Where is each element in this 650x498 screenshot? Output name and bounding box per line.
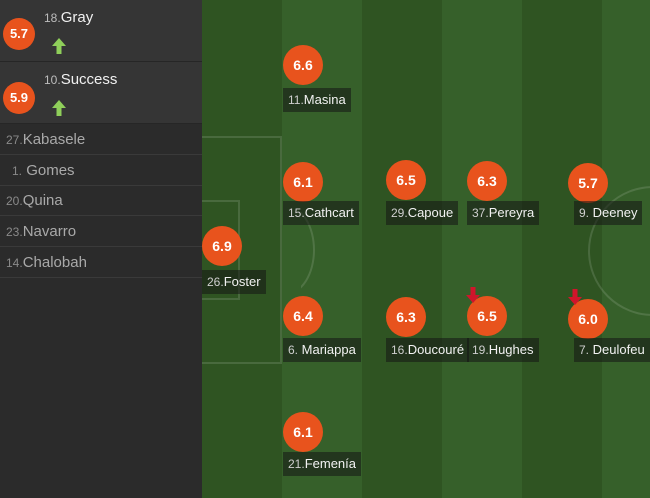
player-name: 15.Cathcart — [283, 201, 359, 225]
player-name: 7. Deulofeu — [574, 338, 650, 362]
player-name: 16.Doucouré — [386, 338, 470, 362]
bench-player-row[interactable]: 27.Kabasele — [0, 125, 202, 155]
substituted-out-icon — [568, 289, 582, 305]
bench-player-row[interactable]: 1. Gomes — [0, 156, 202, 186]
sub-in-row[interactable]: 5.9 10.Success — [0, 62, 202, 124]
player-name: 19.Hughes — [467, 338, 539, 362]
player-name: 9. Deeney — [574, 201, 643, 225]
substituted-in-icon — [52, 100, 66, 116]
rating-badge: 6.5 — [467, 296, 507, 336]
player-name: 37.Pereyra — [467, 201, 540, 225]
substituted-out-icon — [466, 287, 480, 303]
substitutes-sidebar: 5.7 18.Gray 5.9 10.Success 27.Kabasele 1… — [0, 0, 202, 498]
player-name: 10.Success — [44, 71, 118, 88]
rating-badge: 6.1 — [283, 162, 323, 202]
rating-badge: 6.0 — [568, 299, 608, 339]
rating-badge: 5.9 — [3, 82, 35, 114]
sub-in-row[interactable]: 5.7 18.Gray — [0, 0, 202, 62]
player-name: 29.Capoue — [386, 201, 459, 225]
player-name: 11.Masina — [283, 88, 351, 112]
rating-badge: 6.3 — [467, 161, 507, 201]
rating-badge: 6.9 — [202, 226, 242, 266]
bench-player-row[interactable]: 20.Quina — [0, 186, 202, 216]
rating-badge: 6.5 — [386, 160, 426, 200]
bench-player-row[interactable]: 14.Chalobah — [0, 248, 202, 278]
rating-badge: 6.6 — [283, 45, 323, 85]
rating-badge: 6.3 — [386, 297, 426, 337]
player-name: 21.Femenía — [283, 452, 361, 476]
substituted-in-icon — [52, 38, 66, 54]
penalty-box — [202, 136, 282, 364]
player-name: 18.Gray — [44, 9, 94, 26]
rating-badge: 5.7 — [3, 18, 35, 50]
player-name: 26.Foster — [202, 270, 266, 294]
rating-badge: 6.1 — [283, 412, 323, 452]
rating-badge: 6.4 — [283, 296, 323, 336]
player-name: 6. Mariappa — [283, 338, 361, 362]
bench-player-row[interactable]: 23.Navarro — [0, 217, 202, 247]
pitch: 6.9 26.Foster 6.6 11.Masina 6.1 15.Cathc… — [202, 0, 650, 498]
rating-badge: 5.7 — [568, 163, 608, 203]
